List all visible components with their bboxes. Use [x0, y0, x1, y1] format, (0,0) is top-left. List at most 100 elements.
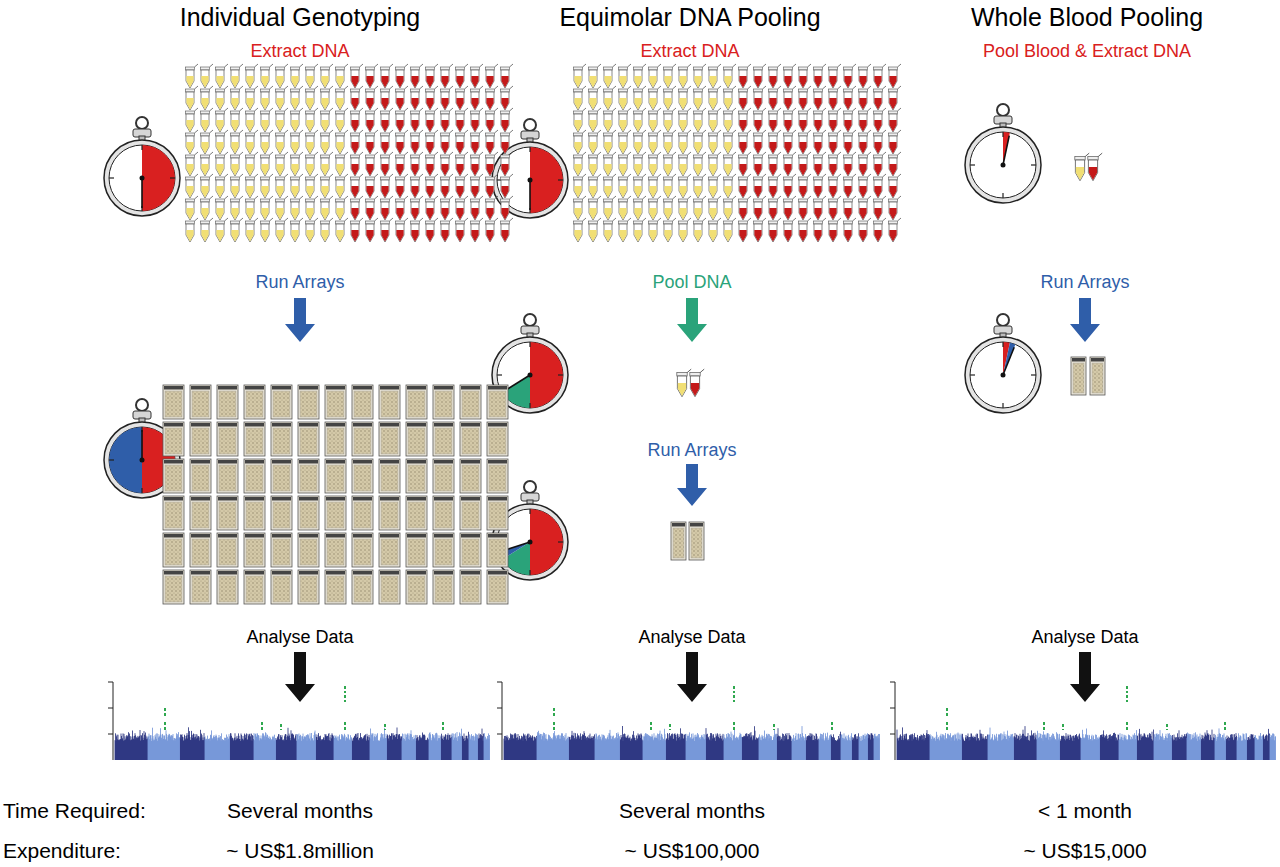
sample-tube [276, 108, 289, 132]
tube-liquid [844, 208, 851, 219]
tube-body [649, 224, 657, 242]
stopwatch-face [970, 132, 1036, 198]
stopwatch-ring [997, 314, 1009, 326]
tube-liquid [291, 230, 298, 241]
tube-lid [210, 196, 214, 199]
tube-lid [465, 174, 469, 177]
tube-body [769, 114, 777, 132]
tube-cap [366, 221, 375, 224]
sample-tube [619, 174, 632, 198]
tube-cap [231, 111, 240, 114]
tube-liquid [574, 186, 581, 197]
tube-body [441, 158, 449, 176]
tube-lid [405, 174, 409, 177]
tube-cap [366, 111, 375, 114]
tube-liquid [471, 208, 478, 219]
tube-liquid [799, 230, 806, 241]
tube-cap [231, 221, 240, 224]
tube-body [276, 114, 284, 132]
tube-body [589, 92, 597, 110]
tube-body [769, 180, 777, 198]
tube-lid [465, 130, 469, 133]
tube-body [246, 158, 254, 176]
tube-cap [366, 67, 375, 70]
tube-liquid [306, 208, 313, 219]
sample-tube [844, 108, 857, 132]
tube-body [679, 202, 687, 220]
tube-body [321, 202, 329, 220]
tube-cap [709, 67, 718, 70]
sample-tube [381, 130, 394, 154]
tube-cap [351, 133, 360, 136]
stopwatch-hand [529, 180, 531, 210]
genotyping-array [298, 422, 319, 456]
tube-lid [270, 152, 274, 155]
tube-cap [471, 133, 480, 136]
sample-tube [216, 86, 229, 110]
tube-lid [643, 196, 647, 199]
sample-tube [186, 86, 199, 110]
tube-cap [604, 199, 613, 202]
tube-lid [733, 218, 737, 221]
tube-lid [688, 174, 692, 177]
tube-liquid [769, 208, 776, 219]
tube-body [634, 70, 642, 88]
tick-mark [529, 509, 530, 514]
tube-lid [658, 108, 662, 111]
tube-lid [628, 218, 632, 221]
array-beads [219, 391, 236, 417]
tube-lid [838, 174, 842, 177]
tube-body [724, 224, 732, 242]
tube-cap [769, 89, 778, 92]
tube-cap [186, 133, 195, 136]
tube-liquid [441, 76, 448, 87]
tube-cap [411, 133, 420, 136]
tube-lid [823, 152, 827, 155]
tube-cap [574, 155, 583, 158]
tube-lid [733, 108, 737, 111]
tube-liquid [814, 76, 821, 87]
tube-lid [613, 196, 617, 199]
sample-tube [814, 86, 827, 110]
sample-tube [336, 64, 349, 88]
tube-body [889, 92, 897, 110]
tube-liquid [336, 120, 343, 131]
tube-lid [465, 86, 469, 89]
tube-liquid [664, 98, 671, 109]
tube-cap [619, 177, 628, 180]
stopwatch-face [109, 145, 175, 211]
tube-lid [465, 152, 469, 155]
tube-body [664, 114, 672, 132]
sample-tube [471, 196, 484, 220]
tube-lid [703, 64, 707, 67]
tube-cap [246, 133, 255, 136]
tube-body [619, 158, 627, 176]
stopwatch-ring [136, 399, 148, 411]
sample-tube [574, 218, 587, 242]
tube-lid [718, 64, 722, 67]
tube-liquid [351, 98, 358, 109]
tube-liquid [306, 230, 313, 241]
sample-tube [321, 108, 334, 132]
sample-tube [724, 196, 737, 220]
tube-cap [649, 221, 658, 224]
tube-lid [793, 130, 797, 133]
sample-tube [471, 174, 484, 198]
sample-tube [426, 108, 439, 132]
tube-cap [844, 89, 853, 92]
tube-lid [808, 108, 812, 111]
tube-body [859, 70, 867, 88]
tube-cap [486, 155, 495, 158]
genotyping-array [433, 422, 454, 456]
tube-liquid [784, 98, 791, 109]
sample-tube [186, 196, 199, 220]
tube-cap [649, 155, 658, 158]
tube-body [366, 70, 374, 88]
tube-liquid [814, 186, 821, 197]
tube-cap [486, 67, 495, 70]
array-label-strip [380, 386, 399, 390]
tube-lid [823, 108, 827, 111]
sample-tube [411, 174, 424, 198]
tube-cap [366, 89, 375, 92]
sample-tube [306, 130, 319, 154]
